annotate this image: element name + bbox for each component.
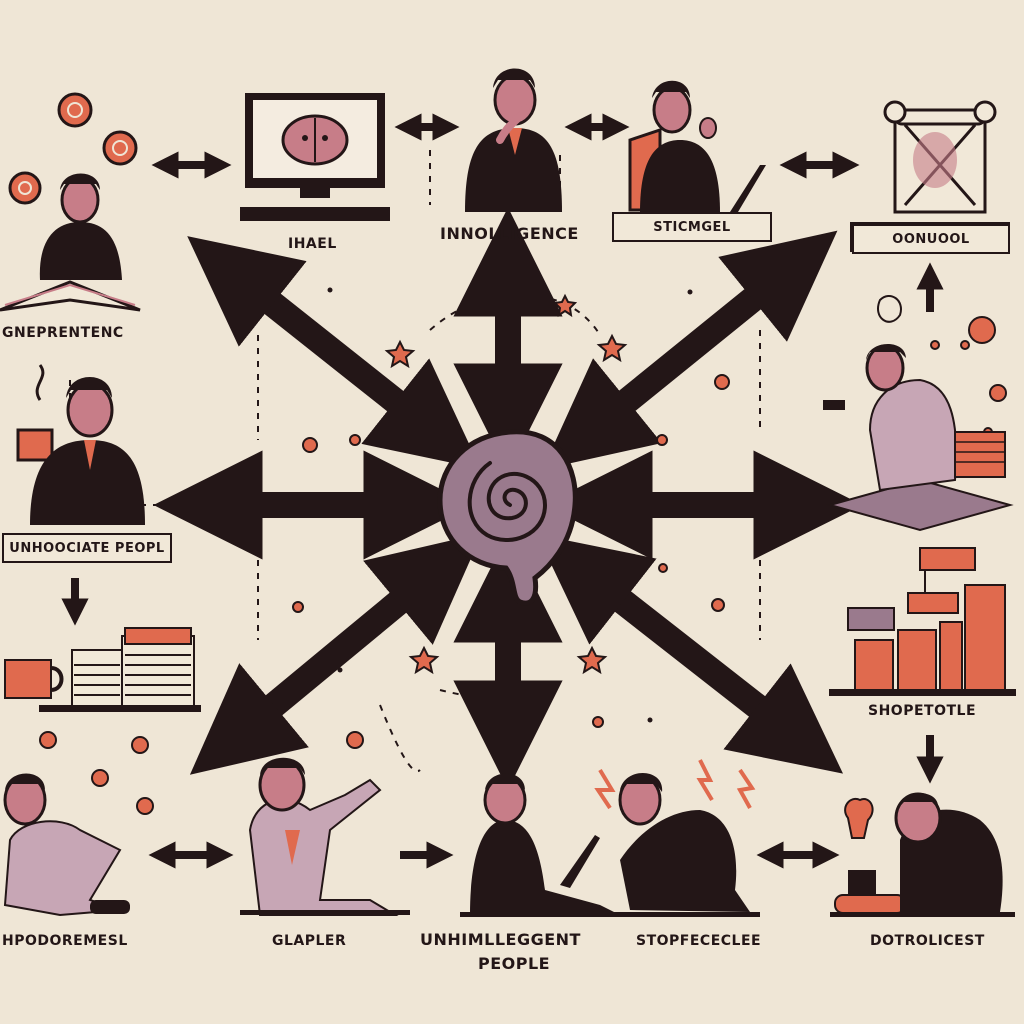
star-icon [384,293,628,675]
monitor-brain-icon [240,93,390,221]
label-top-center: INNOLLIGENCE [440,224,579,243]
label-bottom-3-line1: UNHIMLLEGGENT [420,930,581,949]
figure-explaining [240,757,410,916]
figure-sitting-worried [3,731,154,917]
label-bottom-4: STOPFECECLEE [636,933,762,949]
label-top-right: OONUOOL [852,224,1010,254]
figure-despair [830,792,1015,917]
label-top-left: GNEPRENTENC [2,325,124,341]
label-mid-right-bottom: SHOPETOTLE [868,703,977,719]
arrow-ne [542,230,838,470]
label-bottom-1: HPODOREMESL [2,933,128,949]
figure-thinker [465,68,562,212]
figures-arguing [460,759,760,917]
figure-reader [0,92,141,312]
label-bottom-2: GLAPLER [272,933,347,949]
arrow-se [536,534,844,774]
figure-kneeling [823,295,1014,532]
paper-stack-icon [4,627,201,712]
label-top-mid-left: IHAEL [288,236,337,252]
arrow-nw [187,236,481,469]
small-arrows [61,113,944,869]
label-bottom-5: DOTROLICEST [870,933,985,949]
bar-chart-icon [829,547,1016,696]
figure-coffee-drinker [16,364,145,525]
label-mid-left: UNHOOCIATE PEOPL [2,533,172,563]
swirl-brain-icon [437,429,578,606]
dots [327,287,693,723]
label-bottom-3-line2: PEOPLE [478,954,551,973]
label-top-mid-right: STICMGEL [612,212,772,242]
radial-arrows [153,207,863,790]
arrow-sw [189,533,483,775]
